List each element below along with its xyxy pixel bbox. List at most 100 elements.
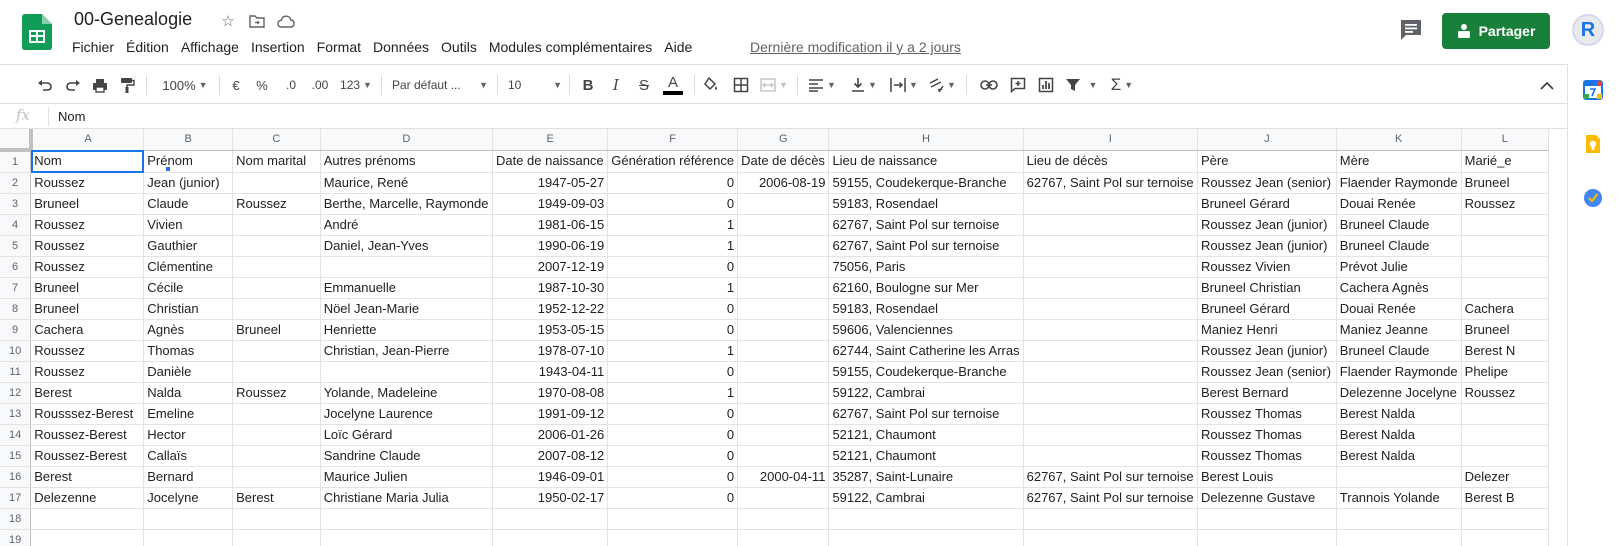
cell-j15[interactable]: Roussez Thomas bbox=[1197, 445, 1337, 467]
cell-a13[interactable]: Rousssez-Berest bbox=[30, 403, 145, 425]
cell-c11[interactable] bbox=[232, 361, 321, 383]
text-wrapping-icon[interactable]: ▼ bbox=[888, 73, 920, 97]
borders-icon[interactable] bbox=[730, 73, 752, 97]
cell-d13[interactable]: Jocelyne Laurence bbox=[320, 403, 493, 425]
cell-b19[interactable] bbox=[143, 529, 234, 546]
cell-j3[interactable]: Bruneel Gérard bbox=[1197, 193, 1337, 215]
cell-d1[interactable]: Autres prénoms bbox=[320, 150, 493, 173]
column-header-l[interactable]: L bbox=[1461, 129, 1549, 151]
functions-button[interactable]: Σ▼ bbox=[1106, 73, 1138, 97]
cell-h18[interactable] bbox=[828, 508, 1024, 530]
row-header[interactable]: 7 bbox=[0, 277, 32, 299]
cell-a16[interactable]: Berest bbox=[30, 466, 145, 488]
account-avatar[interactable]: R bbox=[1572, 14, 1604, 46]
text-color-button[interactable]: A bbox=[662, 73, 684, 97]
cell-f6[interactable]: 0 bbox=[607, 256, 739, 278]
column-header-d[interactable]: D bbox=[320, 129, 493, 151]
cell-b10[interactable]: Thomas bbox=[143, 340, 234, 362]
cell-h17[interactable]: 59122, Cambrai bbox=[828, 487, 1024, 509]
cell-c5[interactable] bbox=[232, 235, 321, 257]
cell-b9[interactable]: Agnès bbox=[143, 319, 234, 341]
row-header[interactable]: 19 bbox=[0, 529, 32, 546]
cell-j5[interactable]: Roussez Jean (junior) bbox=[1197, 235, 1337, 257]
cell-g6[interactable] bbox=[737, 256, 830, 278]
cell-a3[interactable]: Bruneel bbox=[30, 193, 145, 215]
cell-g16[interactable]: 2000-04-11 bbox=[737, 466, 830, 488]
row-header[interactable]: 13 bbox=[0, 403, 32, 425]
cell-j10[interactable]: Roussez Jean (junior) bbox=[1197, 340, 1337, 362]
cell-h12[interactable]: 59122, Cambrai bbox=[828, 382, 1024, 404]
cell-k11[interactable]: Flaender Raymonde bbox=[1336, 361, 1462, 383]
cell-b2[interactable]: Jean (junior) bbox=[143, 172, 234, 194]
cell-h10[interactable]: 62744, Saint Catherine les Arras bbox=[828, 340, 1024, 362]
cell-i4[interactable] bbox=[1023, 214, 1199, 236]
cell-j2[interactable]: Roussez Jean (senior) bbox=[1197, 172, 1337, 194]
cell-k9[interactable]: Maniez Jeanne bbox=[1336, 319, 1462, 341]
column-header-e[interactable]: E bbox=[492, 129, 609, 151]
column-header-c[interactable]: C bbox=[232, 129, 321, 151]
cell-j14[interactable]: Roussez Thomas bbox=[1197, 424, 1337, 446]
cell-c16[interactable] bbox=[232, 466, 321, 488]
menu-edition[interactable]: Édition bbox=[126, 39, 169, 55]
cell-j18[interactable] bbox=[1197, 508, 1337, 530]
horizontal-align-icon[interactable]: ▼ bbox=[806, 73, 838, 97]
cell-g12[interactable] bbox=[737, 382, 830, 404]
cell-d15[interactable]: Sandrine Claude bbox=[320, 445, 493, 467]
cell-e13[interactable]: 1991-09-12 bbox=[492, 403, 609, 425]
cell-b18[interactable] bbox=[143, 508, 234, 530]
cell-l4[interactable] bbox=[1461, 214, 1549, 236]
row-header[interactable]: 9 bbox=[0, 319, 32, 341]
cell-e11[interactable]: 1943-04-11 bbox=[492, 361, 609, 383]
cell-f10[interactable]: 1 bbox=[607, 340, 739, 362]
cell-e5[interactable]: 1990-06-19 bbox=[492, 235, 609, 257]
menu-donnees[interactable]: Données bbox=[373, 39, 430, 55]
cell-i16[interactable]: 62767, Saint Pol sur ternoise bbox=[1023, 466, 1199, 488]
cell-c17[interactable]: Berest bbox=[232, 487, 321, 509]
cell-g4[interactable] bbox=[737, 214, 830, 236]
row-header[interactable]: 10 bbox=[0, 340, 32, 362]
menu-insertion[interactable]: Insertion bbox=[250, 39, 305, 55]
cell-a12[interactable]: Berest bbox=[30, 382, 145, 404]
cell-k3[interactable]: Douai Renée bbox=[1336, 193, 1462, 215]
cell-a11[interactable]: Roussez bbox=[30, 361, 145, 383]
comments-icon[interactable] bbox=[1398, 18, 1424, 42]
cell-a5[interactable]: Roussez bbox=[30, 235, 145, 257]
row-header[interactable]: 2 bbox=[0, 172, 32, 194]
cell-i13[interactable] bbox=[1023, 403, 1199, 425]
cell-h14[interactable]: 52121, Chaumont bbox=[828, 424, 1024, 446]
row-header[interactable]: 5 bbox=[0, 235, 32, 257]
bold-button[interactable]: B bbox=[582, 76, 594, 94]
column-header-k[interactable]: K bbox=[1336, 129, 1462, 151]
cell-d11[interactable] bbox=[320, 361, 493, 383]
cell-h9[interactable]: 59606, Valenciennes bbox=[828, 319, 1024, 341]
cell-c13[interactable] bbox=[232, 403, 321, 425]
cell-c2[interactable] bbox=[232, 172, 321, 194]
font-family-select[interactable]: Par défaut ...▼ bbox=[392, 73, 488, 97]
cell-d10[interactable]: Christian, Jean-Pierre bbox=[320, 340, 493, 362]
row-header[interactable]: 1 bbox=[0, 150, 32, 173]
column-header-h[interactable]: H bbox=[828, 129, 1024, 151]
cell-b11[interactable]: Danièle bbox=[143, 361, 234, 383]
cell-i5[interactable] bbox=[1023, 235, 1199, 257]
cell-h3[interactable]: 59183, Rosendael bbox=[828, 193, 1024, 215]
cell-f9[interactable]: 0 bbox=[607, 319, 739, 341]
cell-c7[interactable] bbox=[232, 277, 321, 299]
cell-k7[interactable]: Cachera Agnès bbox=[1336, 277, 1462, 299]
row-header[interactable]: 12 bbox=[0, 382, 32, 404]
cell-l8[interactable]: Cachera bbox=[1461, 298, 1549, 320]
cell-a19[interactable] bbox=[30, 529, 145, 546]
cell-a2[interactable]: Roussez bbox=[30, 172, 145, 194]
cell-k14[interactable]: Berest Nalda bbox=[1336, 424, 1462, 446]
cell-f2[interactable]: 0 bbox=[607, 172, 739, 194]
cell-g3[interactable] bbox=[737, 193, 830, 215]
cell-k12[interactable]: Delezenne Jocelyne bbox=[1336, 382, 1462, 404]
cell-a9[interactable]: Cachera bbox=[30, 319, 145, 341]
cell-d9[interactable]: Henriette bbox=[320, 319, 493, 341]
cell-i2[interactable]: 62767, Saint Pol sur ternoise bbox=[1023, 172, 1199, 194]
cell-k17[interactable]: Trannois Yolande bbox=[1336, 487, 1462, 509]
keep-notes-icon[interactable] bbox=[1583, 134, 1603, 154]
cell-g7[interactable] bbox=[737, 277, 830, 299]
menu-outils[interactable]: Outils bbox=[441, 39, 477, 55]
cell-d2[interactable]: Maurice, René bbox=[320, 172, 493, 194]
cell-c4[interactable] bbox=[232, 214, 321, 236]
